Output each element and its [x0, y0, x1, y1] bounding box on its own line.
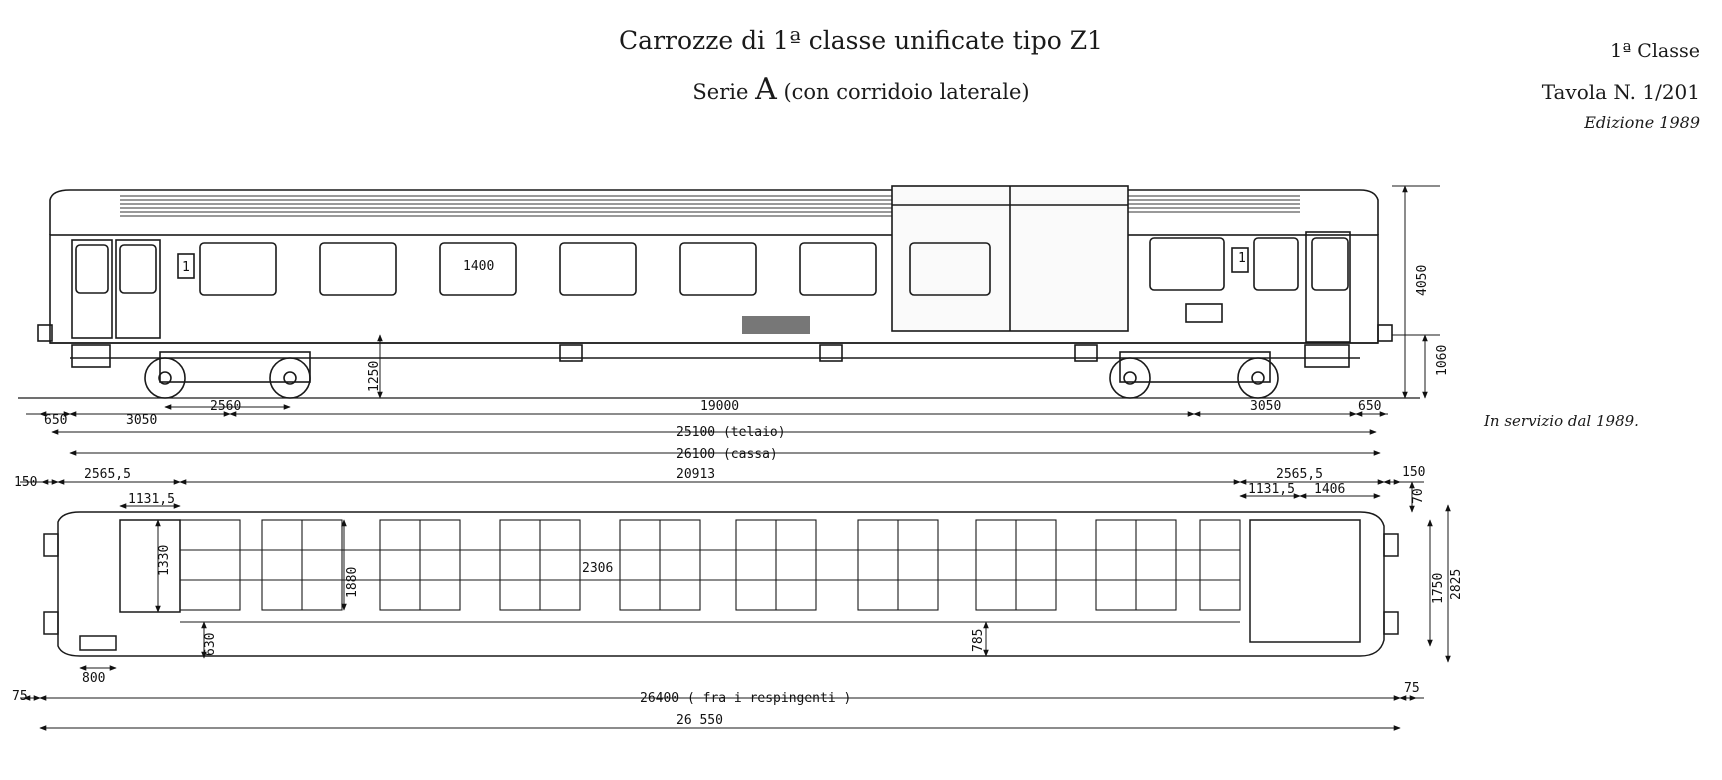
dim-over-buffers: 26400 ( fra i respingenti ) — [640, 691, 851, 706]
dim-top-gap: 70 — [1411, 488, 1426, 504]
class-number-left: 1 — [182, 260, 190, 275]
plan-outline — [57, 511, 1385, 657]
dim-footstep: 800 — [82, 671, 105, 686]
dim-corridor: 785 — [971, 629, 986, 652]
dim-outer-width: 2825 — [1449, 569, 1464, 600]
class-badge-left — [177, 253, 195, 279]
dim-floor-height: 1060 — [1435, 345, 1450, 376]
door-left-1 — [71, 239, 113, 339]
dim-wc-width: 1330 — [157, 545, 172, 576]
dim-door-right: 1131,5 — [1248, 482, 1295, 497]
dim-bogie-centres: 19000 — [700, 399, 739, 414]
side-panel — [1185, 303, 1223, 323]
service-note: In servizio dal 1989. — [1484, 412, 1639, 430]
window — [199, 242, 277, 296]
window — [439, 242, 517, 296]
dim-bogie-right: 3050 — [1250, 399, 1281, 414]
dim-toilet: 1406 — [1314, 482, 1345, 497]
plan-top-dims — [20, 479, 1451, 671]
dim-compartment-width: 2306 — [582, 561, 613, 576]
dim-plan-left-offset: 150 — [14, 475, 37, 490]
subtitle-series: A — [755, 72, 777, 107]
door-right — [1305, 231, 1351, 343]
step-left — [71, 344, 111, 368]
dim-window-width: 1400 — [463, 259, 494, 274]
window — [1253, 237, 1299, 291]
table-number: Tavola N. 1/201 — [1541, 80, 1700, 104]
window — [559, 242, 637, 296]
bogie-right — [1109, 351, 1279, 399]
dim-door-left: 1131,5 — [128, 492, 175, 507]
side-elevation — [18, 185, 1420, 399]
dim-frame-length: 25100 (telaio) — [676, 425, 786, 440]
destination-board — [742, 316, 810, 334]
dim-body-length: 26100 (cassa) — [676, 447, 778, 462]
dim-overhang-left: 650 — [44, 413, 67, 428]
window — [319, 242, 397, 296]
class-label: 1ª Classe — [1610, 40, 1700, 62]
dim-bogie-left: 3050 — [126, 413, 157, 428]
class-number-right: 1 — [1238, 251, 1246, 266]
dim-seating-length: 20913 — [676, 467, 715, 482]
dim-overall: 26 550 — [676, 713, 723, 728]
skirt-right — [1304, 344, 1350, 368]
body-outline — [49, 234, 1379, 344]
dim-step-height: 1250 — [367, 361, 382, 392]
plan-view — [43, 511, 1399, 657]
side-vertical-dims — [377, 185, 1440, 399]
door-left-2 — [115, 239, 161, 339]
window — [799, 242, 877, 296]
window — [679, 242, 757, 296]
diagram-title: Carrozze di 1ª classe unificate tipo Z1 — [619, 26, 1103, 55]
window — [909, 242, 991, 296]
dim-wheelbase: 2560 — [210, 399, 241, 414]
dim-buffer-left: 75 — [12, 689, 28, 704]
dim-vestibule-right: 2565,5 — [1276, 467, 1323, 482]
subtitle-suffix: (con corridoio laterale) — [783, 80, 1030, 104]
edition-label: Edizione 1989 — [1584, 113, 1700, 132]
diagram-subtitle: Serie A (con corridoio laterale) — [0, 72, 1722, 107]
footstep-left — [79, 635, 117, 651]
compartments — [179, 519, 1241, 611]
class-badge-right — [1231, 247, 1249, 273]
dim-overhang-right: 650 — [1358, 399, 1381, 414]
dim-compartment-depth: 1880 — [345, 567, 360, 598]
dim-corridor-left: 630 — [203, 633, 218, 656]
plan-bottom-dims — [20, 695, 1424, 731]
window — [1149, 237, 1225, 291]
dim-total-height: 4050 — [1415, 265, 1430, 296]
dim-inner-width: 1750 — [1431, 573, 1446, 604]
subtitle-prefix: Serie — [692, 80, 749, 104]
wc-right — [1249, 519, 1361, 643]
dim-buffer-right: 75 — [1404, 681, 1420, 696]
side-horizontal-dims — [26, 404, 1388, 456]
roof-outline — [49, 189, 1379, 235]
dim-vestibule-left: 2565,5 — [84, 467, 131, 482]
dim-plan-right-offset: 150 — [1402, 465, 1425, 480]
bogie-left — [144, 351, 311, 399]
